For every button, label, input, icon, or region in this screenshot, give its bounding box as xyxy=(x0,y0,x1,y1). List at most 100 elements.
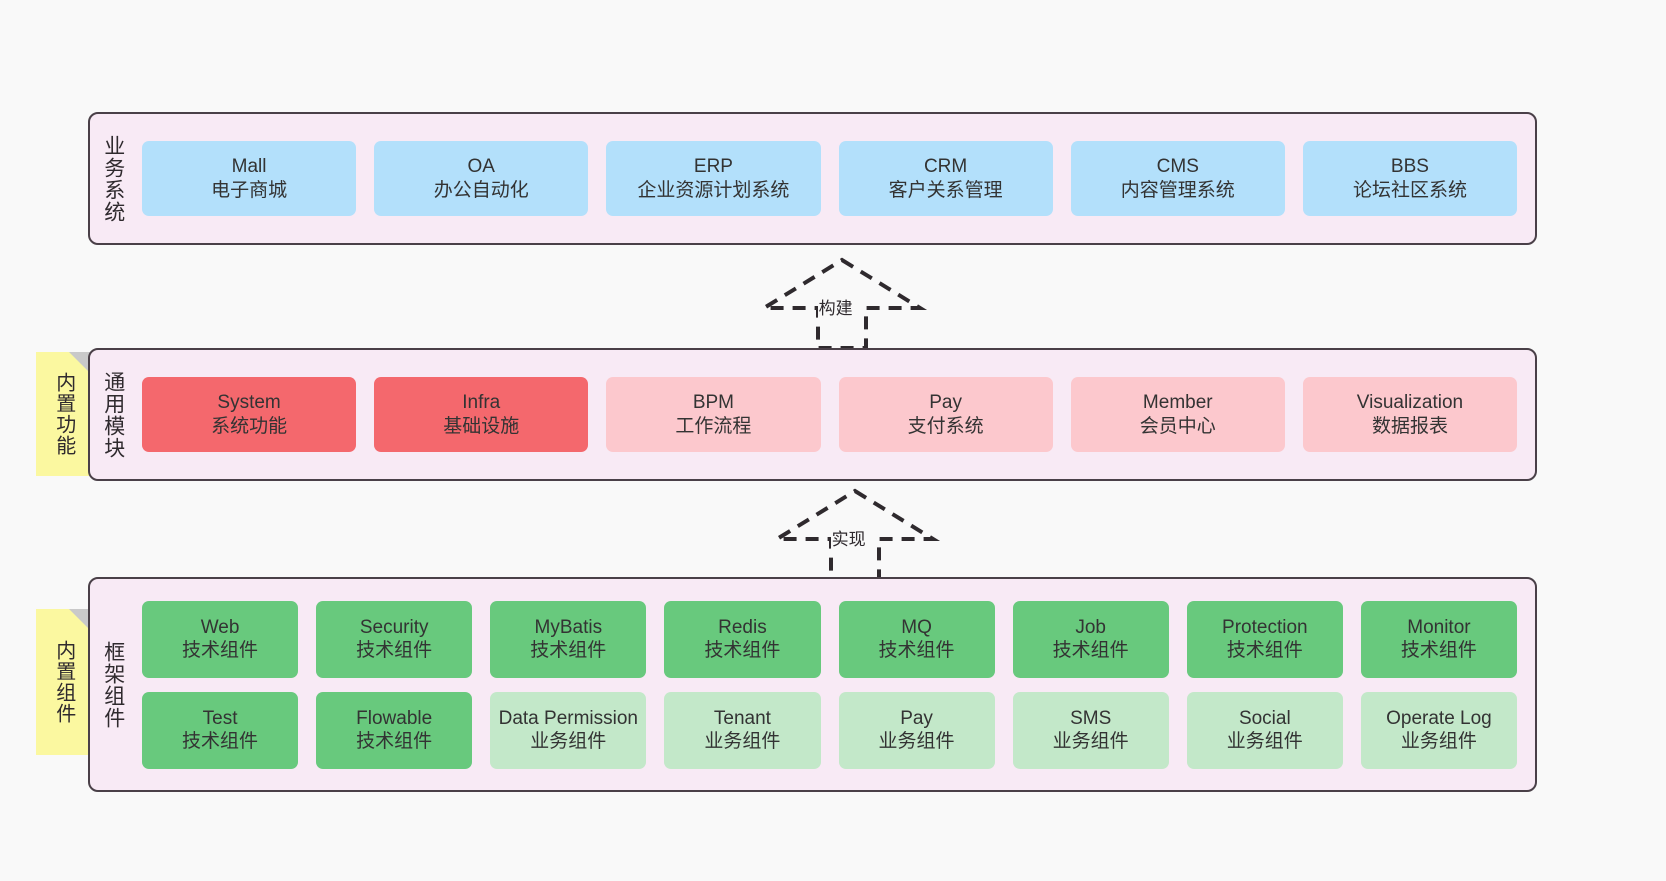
node-data-permission-name: Data Permission xyxy=(498,707,638,729)
node-system-desc: 系统功能 xyxy=(211,415,288,437)
node-pay-component-name: Pay xyxy=(900,707,933,729)
node-visualization[interactable]: Visualization 数据报表 xyxy=(1302,377,1518,452)
layer-common-modules-body: System 系统功能 Infra 基础设施 BPM 工作流程 Pay 支付系统… xyxy=(136,350,1535,479)
node-oa-desc: 办公自动化 xyxy=(433,179,529,201)
node-mall-name: Mall xyxy=(231,156,267,178)
node-mall-desc: 电子商城 xyxy=(211,179,288,201)
node-tenant-desc: 业务组件 xyxy=(704,731,781,752)
node-system[interactable]: System 系统功能 xyxy=(142,377,357,452)
node-protection-desc: 技术组件 xyxy=(1226,640,1303,661)
connector-implement-arrow: 实现 xyxy=(769,488,941,581)
node-security-desc: 技术组件 xyxy=(356,640,433,661)
node-mq[interactable]: MQ 技术组件 xyxy=(838,600,995,678)
node-visualization-name: Visualization xyxy=(1356,392,1464,414)
node-member[interactable]: Member 会员中心 xyxy=(1070,377,1285,452)
node-monitor-desc: 技术组件 xyxy=(1400,640,1477,661)
node-crm-name: CRM xyxy=(923,156,968,178)
framework-components-row-1: Web 技术组件 Security 技术组件 MyBatis 技术组件 Redi… xyxy=(142,600,1517,678)
node-web[interactable]: Web 技术组件 xyxy=(142,600,299,678)
node-data-permission[interactable]: Data Permission 业务组件 xyxy=(490,691,647,769)
layer-common-modules: 通用模块 System 系统功能 Infra 基础设施 BPM 工作流程 Pay… xyxy=(88,348,1537,481)
node-mq-name: MQ xyxy=(901,616,932,638)
node-operate-log-name: Operate Log xyxy=(1386,707,1492,729)
node-cms[interactable]: CMS 内容管理系统 xyxy=(1070,141,1285,216)
node-security[interactable]: Security 技术组件 xyxy=(316,600,473,678)
node-job-name: Job xyxy=(1075,616,1106,638)
node-flowable-desc: 技术组件 xyxy=(356,731,433,752)
node-pay-component[interactable]: Pay 业务组件 xyxy=(838,691,995,769)
node-bbs-name: BBS xyxy=(1390,156,1429,178)
connector-build-label: 构建 xyxy=(817,294,854,319)
node-oa-name: OA xyxy=(467,156,495,178)
node-monitor[interactable]: Monitor 技术组件 xyxy=(1360,600,1517,678)
node-test-desc: 技术组件 xyxy=(182,731,259,752)
connector-implement-label: 实现 xyxy=(830,525,867,550)
node-web-desc: 技术组件 xyxy=(182,640,259,661)
node-pay-module[interactable]: Pay 支付系统 xyxy=(838,377,1053,452)
sticky-note-builtin-components: 内置组件 xyxy=(36,609,91,755)
layer-common-modules-label: 通用模块 xyxy=(101,370,125,459)
node-bbs[interactable]: BBS 论坛社区系统 xyxy=(1302,141,1518,216)
node-mybatis[interactable]: MyBatis 技术组件 xyxy=(490,600,647,678)
node-pay-module-name: Pay xyxy=(929,392,962,414)
layer-framework-components: 框架组件 Web 技术组件 Security 技术组件 MyBatis 技术组件… xyxy=(88,577,1537,792)
node-data-permission-desc: 业务组件 xyxy=(530,731,607,752)
node-protection-name: Protection xyxy=(1222,616,1308,638)
common-modules-row: System 系统功能 Infra 基础设施 BPM 工作流程 Pay 支付系统… xyxy=(142,377,1518,452)
framework-components-row-2: Test 技术组件 Flowable 技术组件 Data Permission … xyxy=(142,691,1517,769)
layer-framework-components-label: 框架组件 xyxy=(101,640,125,729)
layer-business-systems-body: Mall 电子商城 OA 办公自动化 ERP 企业资源计划系统 CRM 客户关系… xyxy=(136,114,1535,243)
sticky-note-builtin-functions: 内置功能 xyxy=(36,352,91,476)
node-erp-desc: 企业资源计划系统 xyxy=(637,179,790,201)
node-operate-log[interactable]: Operate Log 业务组件 xyxy=(1360,691,1517,769)
node-job[interactable]: Job 技术组件 xyxy=(1012,600,1169,678)
node-monitor-name: Monitor xyxy=(1407,616,1471,638)
node-flowable-name: Flowable xyxy=(356,707,433,729)
node-infra-name: Infra xyxy=(462,392,501,414)
node-mybatis-name: MyBatis xyxy=(534,616,603,638)
node-redis-name: Redis xyxy=(718,616,767,638)
node-cms-desc: 内容管理系统 xyxy=(1120,179,1235,201)
node-tenant[interactable]: Tenant 业务组件 xyxy=(664,691,821,769)
node-tenant-name: Tenant xyxy=(713,707,771,729)
node-crm-desc: 客户关系管理 xyxy=(888,179,1003,201)
node-crm[interactable]: CRM 客户关系管理 xyxy=(838,141,1053,216)
node-system-name: System xyxy=(217,392,281,414)
node-member-name: Member xyxy=(1142,392,1213,414)
node-social[interactable]: Social 业务组件 xyxy=(1186,691,1343,769)
node-erp-name: ERP xyxy=(693,156,733,178)
layer-business-systems: 业务系统 Mall 电子商城 OA 办公自动化 ERP 企业资源计划系统 CRM… xyxy=(88,112,1537,245)
sticky-note-builtin-functions-label: 内置功能 xyxy=(52,372,75,456)
node-job-desc: 技术组件 xyxy=(1052,640,1129,661)
node-sms[interactable]: SMS 业务组件 xyxy=(1012,691,1169,769)
business-systems-row: Mall 电子商城 OA 办公自动化 ERP 企业资源计划系统 CRM 客户关系… xyxy=(142,141,1518,216)
node-member-desc: 会员中心 xyxy=(1139,415,1216,437)
node-social-name: Social xyxy=(1238,707,1291,729)
node-pay-module-desc: 支付系统 xyxy=(907,415,984,437)
node-test[interactable]: Test 技术组件 xyxy=(142,691,299,769)
node-cms-name: CMS xyxy=(1156,156,1199,178)
node-operate-log-desc: 业务组件 xyxy=(1400,731,1477,752)
layer-framework-components-body: Web 技术组件 Security 技术组件 MyBatis 技术组件 Redi… xyxy=(136,579,1535,790)
node-visualization-desc: 数据报表 xyxy=(1371,415,1448,437)
node-redis-desc: 技术组件 xyxy=(704,640,781,661)
node-test-name: Test xyxy=(202,707,238,729)
node-security-name: Security xyxy=(359,616,429,638)
node-infra-desc: 基础设施 xyxy=(443,415,520,437)
node-erp[interactable]: ERP 企业资源计划系统 xyxy=(606,141,821,216)
node-protection[interactable]: Protection 技术组件 xyxy=(1186,600,1343,678)
node-bpm[interactable]: BPM 工作流程 xyxy=(606,377,821,452)
node-sms-desc: 业务组件 xyxy=(1052,731,1129,752)
node-oa[interactable]: OA 办公自动化 xyxy=(374,141,589,216)
connector-build-arrow: 构建 xyxy=(756,257,928,350)
node-mall[interactable]: Mall 电子商城 xyxy=(142,141,357,216)
node-flowable[interactable]: Flowable 技术组件 xyxy=(316,691,473,769)
node-web-name: Web xyxy=(200,616,240,638)
layer-business-systems-label: 业务系统 xyxy=(101,134,125,223)
node-bpm-desc: 工作流程 xyxy=(675,415,752,437)
node-mq-desc: 技术组件 xyxy=(878,640,955,661)
node-bbs-desc: 论坛社区系统 xyxy=(1352,179,1467,201)
node-redis[interactable]: Redis 技术组件 xyxy=(664,600,821,678)
node-infra[interactable]: Infra 基础设施 xyxy=(374,377,589,452)
